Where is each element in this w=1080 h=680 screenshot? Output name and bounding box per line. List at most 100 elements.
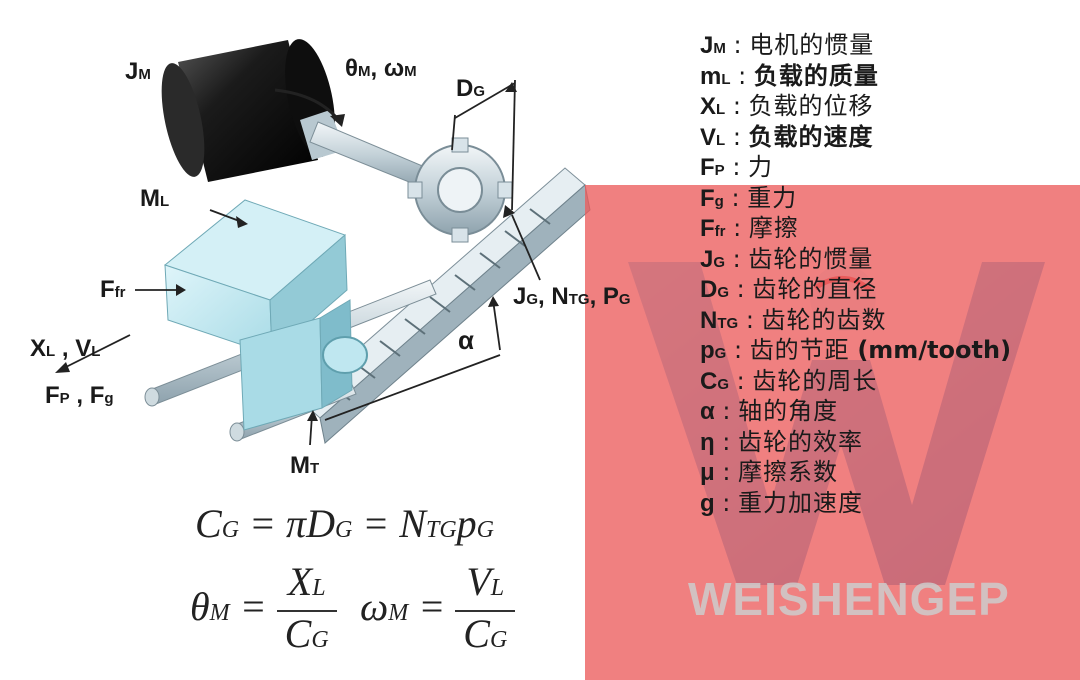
legend-description: 负载的速度 [748, 122, 874, 151]
legend-symbol: g [700, 489, 715, 517]
legend-symbol-subscript: M [713, 40, 726, 57]
legend-symbol: Ffr [700, 215, 726, 242]
legend-symbol-main: J [700, 32, 714, 59]
legend-separator: : [730, 61, 754, 90]
legend-symbol-main: F [700, 184, 715, 212]
watermark-panel [585, 185, 1080, 680]
legend-symbol-subscript: TG [717, 314, 739, 332]
legend-row: η : 齿轮的效率 [700, 427, 1070, 458]
legend-symbol: η [700, 428, 715, 456]
legend-description: 齿轮的齿数 [761, 305, 887, 334]
legend-symbol: pG [700, 337, 726, 364]
legend-row: CG : 齿轮的周长 [700, 366, 1070, 397]
pinion-gear [407, 137, 513, 243]
legend-symbol-main: C [700, 367, 718, 395]
legend-description: 重力 [747, 183, 798, 212]
label-ml: ML [140, 185, 170, 212]
legend-symbol: Fg [700, 185, 724, 212]
legend-description: 摩擦 [748, 214, 799, 242]
legend-row: JG : 齿轮的惯量 [700, 244, 1070, 275]
legend-row: XL : 负载的位移 [700, 91, 1070, 122]
legend-row: Ffr : 摩擦 [700, 213, 1070, 244]
legend-row: α : 轴的角度 [700, 396, 1070, 427]
label-ffr: Ffr [100, 276, 126, 303]
legend-description: 齿轮的惯量 [748, 244, 874, 273]
legend-symbol: JG [700, 246, 725, 273]
legend-symbol-main: D [700, 276, 718, 303]
legend-unit: (mm/tooth) [857, 336, 1012, 364]
legend-description: 齿轮的周长 [752, 366, 878, 395]
legend-symbol: VL [700, 124, 725, 151]
legend-symbol: NTG [700, 307, 738, 334]
legend-symbol: α [700, 398, 715, 425]
legend-row: Fg : 重力 [700, 183, 1070, 214]
legend-row: JM : 电机的惯量 [700, 30, 1070, 61]
legend-description: 齿的节距 [749, 336, 850, 364]
legend-separator: : [714, 427, 739, 456]
legend-row: DG : 齿轮的直径 [700, 274, 1070, 305]
label-fp-fg: FP , Fg [45, 382, 114, 409]
rotation-arrow-icon [274, 88, 345, 127]
watermark-text: WEISHENGEP [688, 573, 1010, 625]
legend-symbol-main: X [700, 93, 717, 120]
legend-symbol-main: F [700, 154, 715, 181]
legend-symbol-subscript: g [714, 192, 724, 210]
legend-symbol-main: V [700, 123, 717, 151]
legend-separator: : [726, 336, 750, 364]
legend-row: mL : 负载的质量 [700, 61, 1070, 92]
legend-separator: : [725, 122, 749, 151]
legend-row: VL : 负载的速度 [700, 122, 1070, 153]
legend-separator: : [738, 305, 762, 334]
legend-row: NTG : 齿轮的齿数 [700, 305, 1070, 336]
label-jg-ntg-pg: JG, NTG, PG [513, 283, 631, 310]
label-alpha: α [458, 325, 474, 355]
legend-symbol-main: m [700, 62, 722, 90]
legend-symbol: JM [700, 32, 726, 59]
legend-symbol-subscript: G [713, 253, 726, 271]
label-xl-vl: XL , VL [30, 335, 101, 362]
legend-description: 电机的惯量 [749, 31, 875, 59]
label-theta-omega: θM, ωM [345, 55, 417, 82]
legend-separator: : [724, 153, 749, 181]
label-dg: DG [456, 75, 486, 102]
legend-row: pG : 齿的节距 (mm/tooth) [700, 335, 1070, 366]
legend-symbol: FP [700, 154, 725, 181]
arrow-heads-icon [55, 82, 517, 421]
legend-separator: : [714, 397, 739, 425]
legend-row: g : 重力加速度 [700, 488, 1070, 519]
legend-symbol: μ [700, 459, 715, 486]
legend-separator: : [714, 458, 739, 486]
legend-symbol-subscript: L [716, 131, 726, 149]
legend-description: 轴的角度 [738, 397, 839, 425]
legend-separator: : [714, 488, 739, 517]
legend-symbol-subscript: G [717, 375, 730, 393]
load-block [163, 199, 368, 431]
motor [161, 39, 345, 182]
legend-row: μ : 摩擦系数 [700, 457, 1070, 488]
legend-separator: : [723, 183, 748, 212]
legend-symbol: CG [700, 368, 729, 395]
legend-symbol-main: J [700, 245, 714, 273]
legend-description: 负载的位移 [748, 92, 874, 120]
legend-symbol: mL [700, 63, 731, 90]
legend-separator: : [725, 214, 749, 242]
legend-description: 力 [748, 153, 774, 181]
legend-separator: : [725, 31, 750, 59]
legend-separator: : [729, 366, 753, 395]
legend-symbol: DG [700, 276, 729, 303]
legend-symbol: XL [700, 93, 725, 120]
legend-symbol-subscript: P [714, 162, 725, 179]
legend-description: 摩擦系数 [738, 458, 839, 486]
legend-description: 齿轮的效率 [738, 427, 864, 456]
label-jm: JM [125, 58, 151, 85]
legend-description: 负载的质量 [753, 61, 879, 90]
legend-symbol-main: F [700, 215, 715, 242]
legend-symbol-subscript: L [716, 101, 726, 118]
legend-description: 齿轮的直径 [752, 275, 878, 303]
legend-description: 重力加速度 [738, 488, 864, 517]
legend-symbol-main: N [700, 306, 718, 334]
formula-circumference: CG = πDG = NTGpG [195, 501, 495, 546]
legend-separator: : [725, 244, 749, 273]
